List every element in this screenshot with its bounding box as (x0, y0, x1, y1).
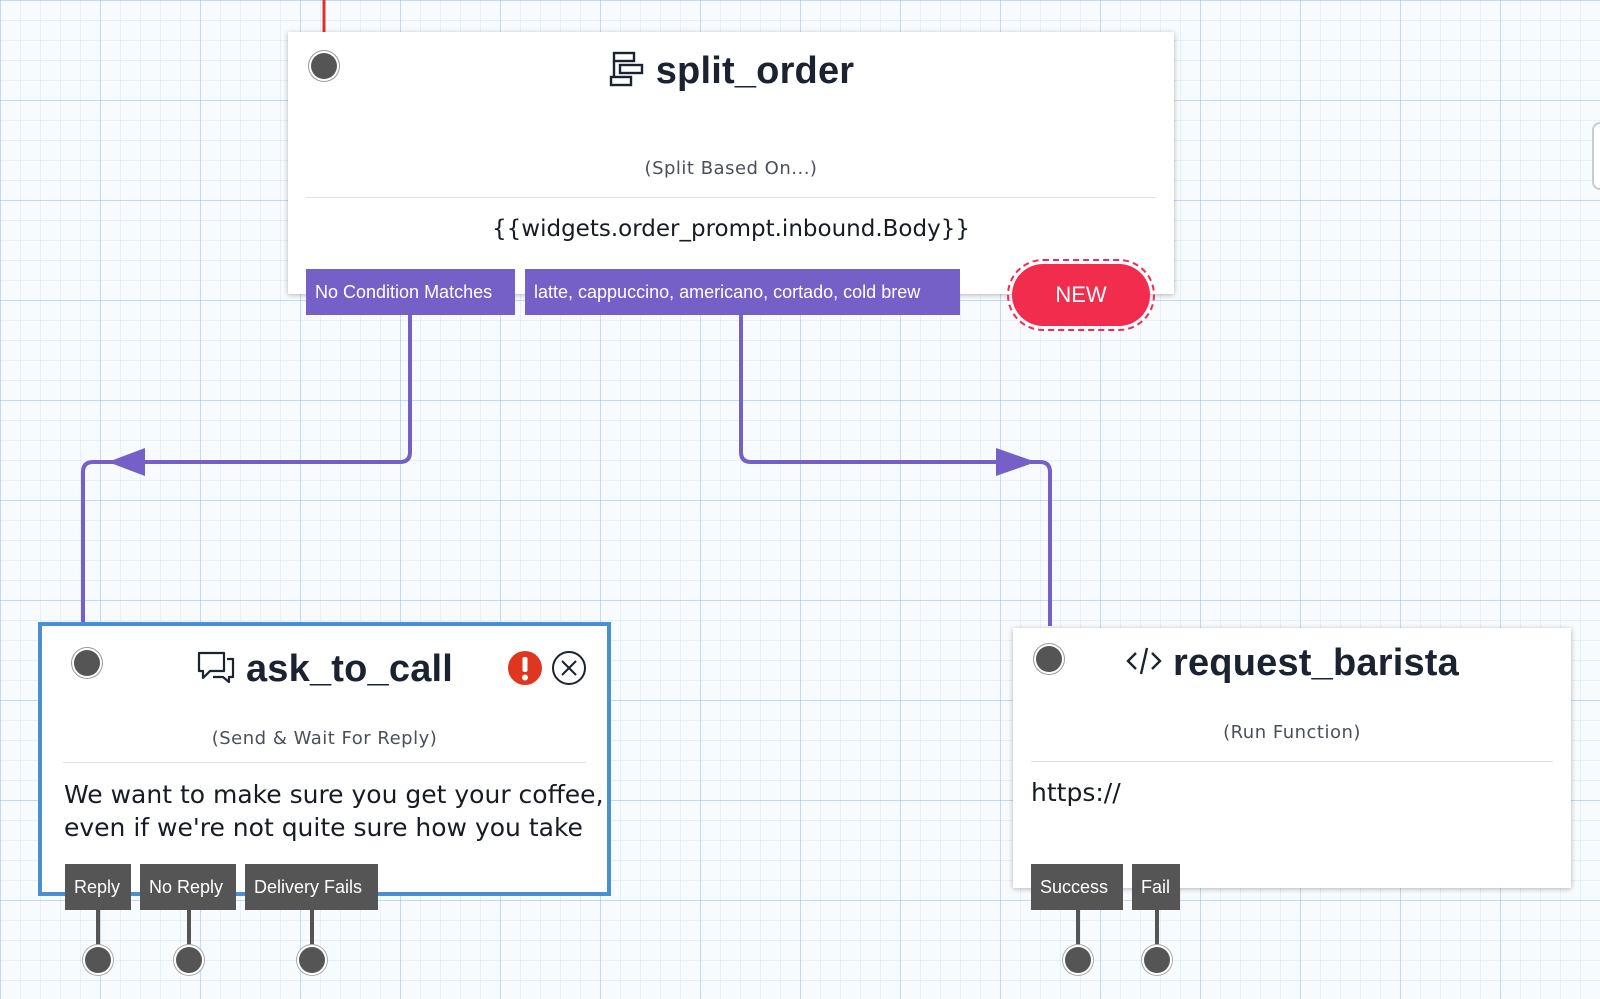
arrow-match (996, 448, 1036, 476)
transition-fail[interactable]: Fail (1132, 864, 1180, 910)
connector-no-condition (81, 312, 412, 622)
widget-header: request_barista (1013, 642, 1571, 685)
divider (63, 762, 586, 763)
output-port-success[interactable] (1065, 947, 1091, 973)
output-port-fail[interactable] (1144, 947, 1170, 973)
divider (306, 197, 1156, 198)
chat-icon (196, 649, 236, 690)
connector-match (739, 312, 1052, 626)
split-icon (608, 50, 646, 93)
new-transition-button[interactable]: NEW (1007, 259, 1155, 331)
function-url: https:// (1031, 778, 1121, 807)
transition-delivery-fails[interactable]: Delivery Fails (245, 864, 378, 910)
widget-type: (Run Function) (1223, 722, 1361, 743)
request-barista-widget[interactable]: request_barista (Run Function) https:// (1013, 628, 1571, 888)
message-body: We want to make sure you get your coffee… (64, 778, 604, 844)
widget-header: split_order (288, 50, 1174, 93)
close-icon[interactable] (551, 650, 587, 691)
input-port[interactable] (74, 650, 100, 676)
widget-title: split_order (655, 50, 855, 92)
output-port-delivery-fails[interactable] (299, 947, 325, 973)
error-icon[interactable] (507, 650, 543, 691)
widget-header: ask_to_call (42, 648, 607, 691)
widget-type: (Split Based On...) (644, 158, 818, 179)
message-line: We want to make sure you get your coffee… (64, 780, 604, 809)
message-line: even if we're not quite sure how you tak… (64, 813, 583, 842)
widget-title: ask_to_call (245, 648, 454, 690)
offscreen-panel-handle[interactable] (1592, 122, 1600, 190)
split-order-widget[interactable]: split_order (Split Based On...) {{widget… (288, 32, 1174, 294)
input-port[interactable] (311, 53, 337, 79)
transition-coffee-match[interactable]: latte, cappuccino, americano, cortado, c… (525, 269, 960, 315)
transition-reply[interactable]: Reply (65, 864, 131, 910)
output-port-no-reply[interactable] (176, 947, 202, 973)
transition-no-condition-matches[interactable]: No Condition Matches (306, 269, 515, 315)
arrow-no-condition (108, 448, 145, 476)
divider (1031, 761, 1553, 762)
input-port[interactable] (1036, 646, 1062, 672)
code-icon (1125, 643, 1163, 684)
transition-no-reply[interactable]: No Reply (140, 864, 236, 910)
split-variable: {{widgets.order_prompt.inbound.Body}} (492, 216, 970, 242)
transition-success[interactable]: Success (1031, 864, 1123, 910)
output-port-reply[interactable] (85, 947, 111, 973)
ask-to-call-widget[interactable]: ask_to_call (Send & Wait For Reply) We w… (38, 622, 611, 896)
widget-type: (Send & Wait For Reply) (211, 728, 438, 749)
widget-title: request_barista (1172, 642, 1459, 684)
